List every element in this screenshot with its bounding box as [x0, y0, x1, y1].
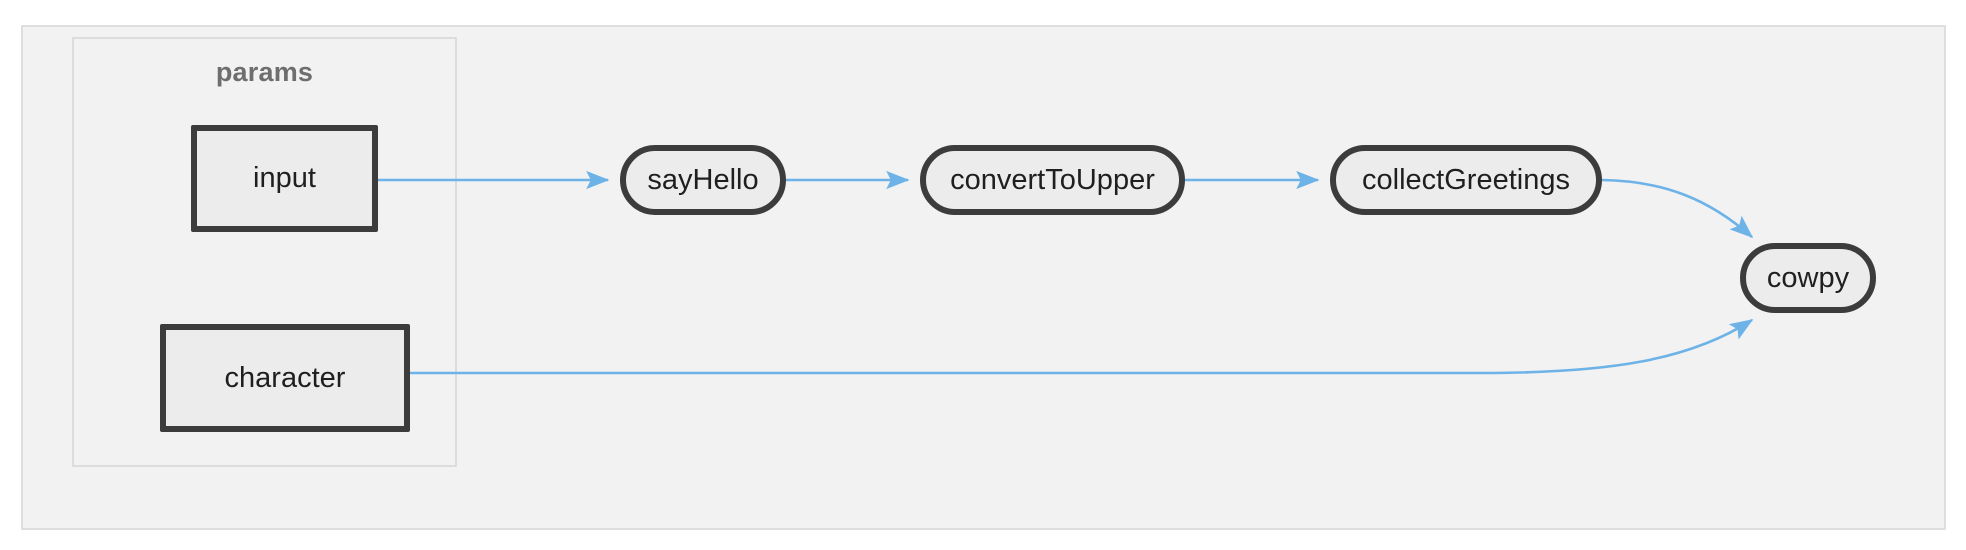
node-cowpy-label: cowpy — [1766, 261, 1850, 294]
node-input[interactable]: input — [191, 125, 378, 232]
node-character[interactable]: character — [160, 324, 410, 432]
node-input-label: input — [253, 162, 316, 194]
node-converttoupper[interactable]: convertToUpper — [920, 145, 1185, 215]
node-collectgreetings[interactable]: collectGreetings — [1330, 145, 1602, 215]
node-character-label: character — [224, 361, 346, 394]
node-cowpy[interactable]: cowpy — [1740, 243, 1876, 313]
node-collectgreetings-label: collectGreetings — [1362, 163, 1570, 196]
node-sayhello[interactable]: sayHello — [620, 145, 786, 215]
subgraph-params-label: params — [215, 57, 314, 87]
node-converttoupper-label: convertToUpper — [950, 163, 1155, 196]
node-sayhello-label: sayHello — [647, 163, 759, 196]
